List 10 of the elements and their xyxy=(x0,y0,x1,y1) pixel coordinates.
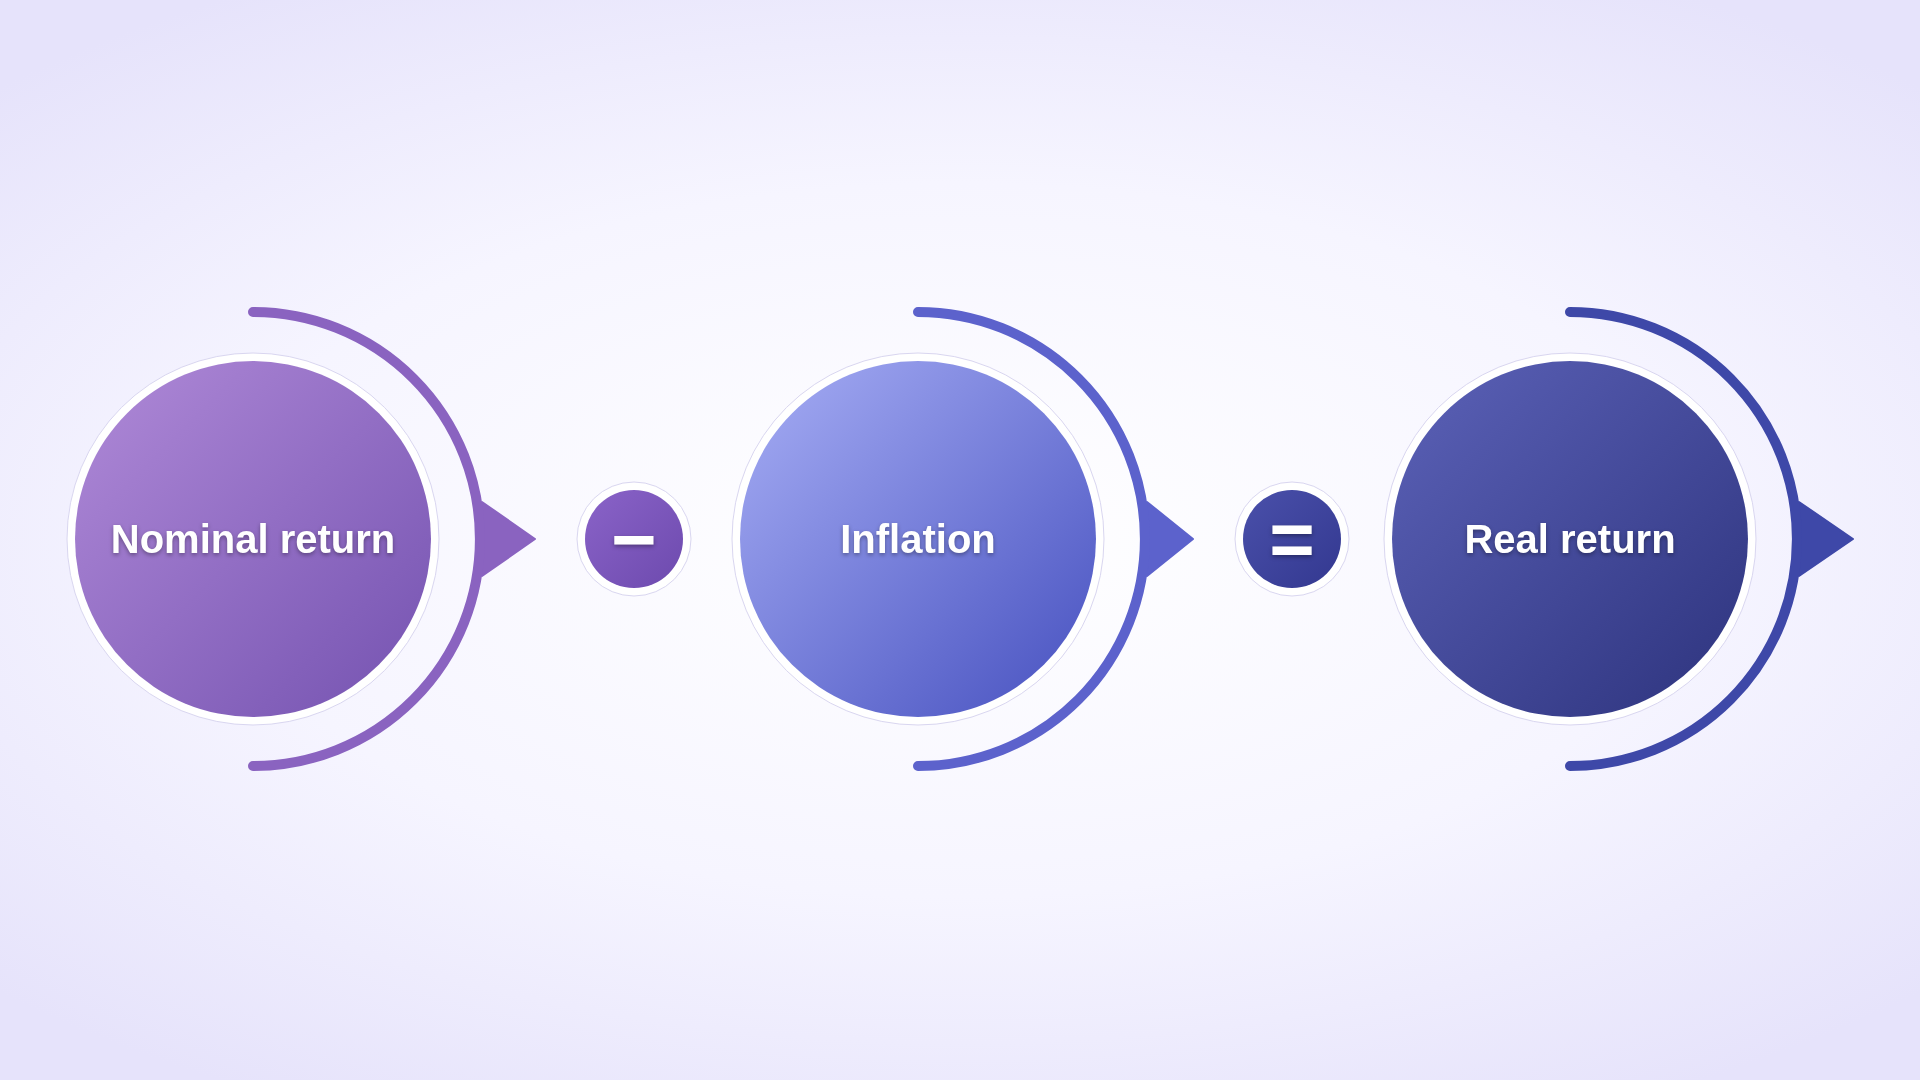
step-label: Nominal return xyxy=(110,519,396,559)
operator-sign: − xyxy=(611,500,657,578)
operator-circle xyxy=(1233,480,1351,598)
step-label: Real return xyxy=(1464,519,1676,559)
arrow xyxy=(1146,501,1194,577)
operator-circle xyxy=(575,480,693,598)
arrow xyxy=(481,501,536,577)
arrow xyxy=(1798,501,1854,577)
step-label: Inflation xyxy=(840,519,996,559)
operator-sign: = xyxy=(1269,500,1315,578)
